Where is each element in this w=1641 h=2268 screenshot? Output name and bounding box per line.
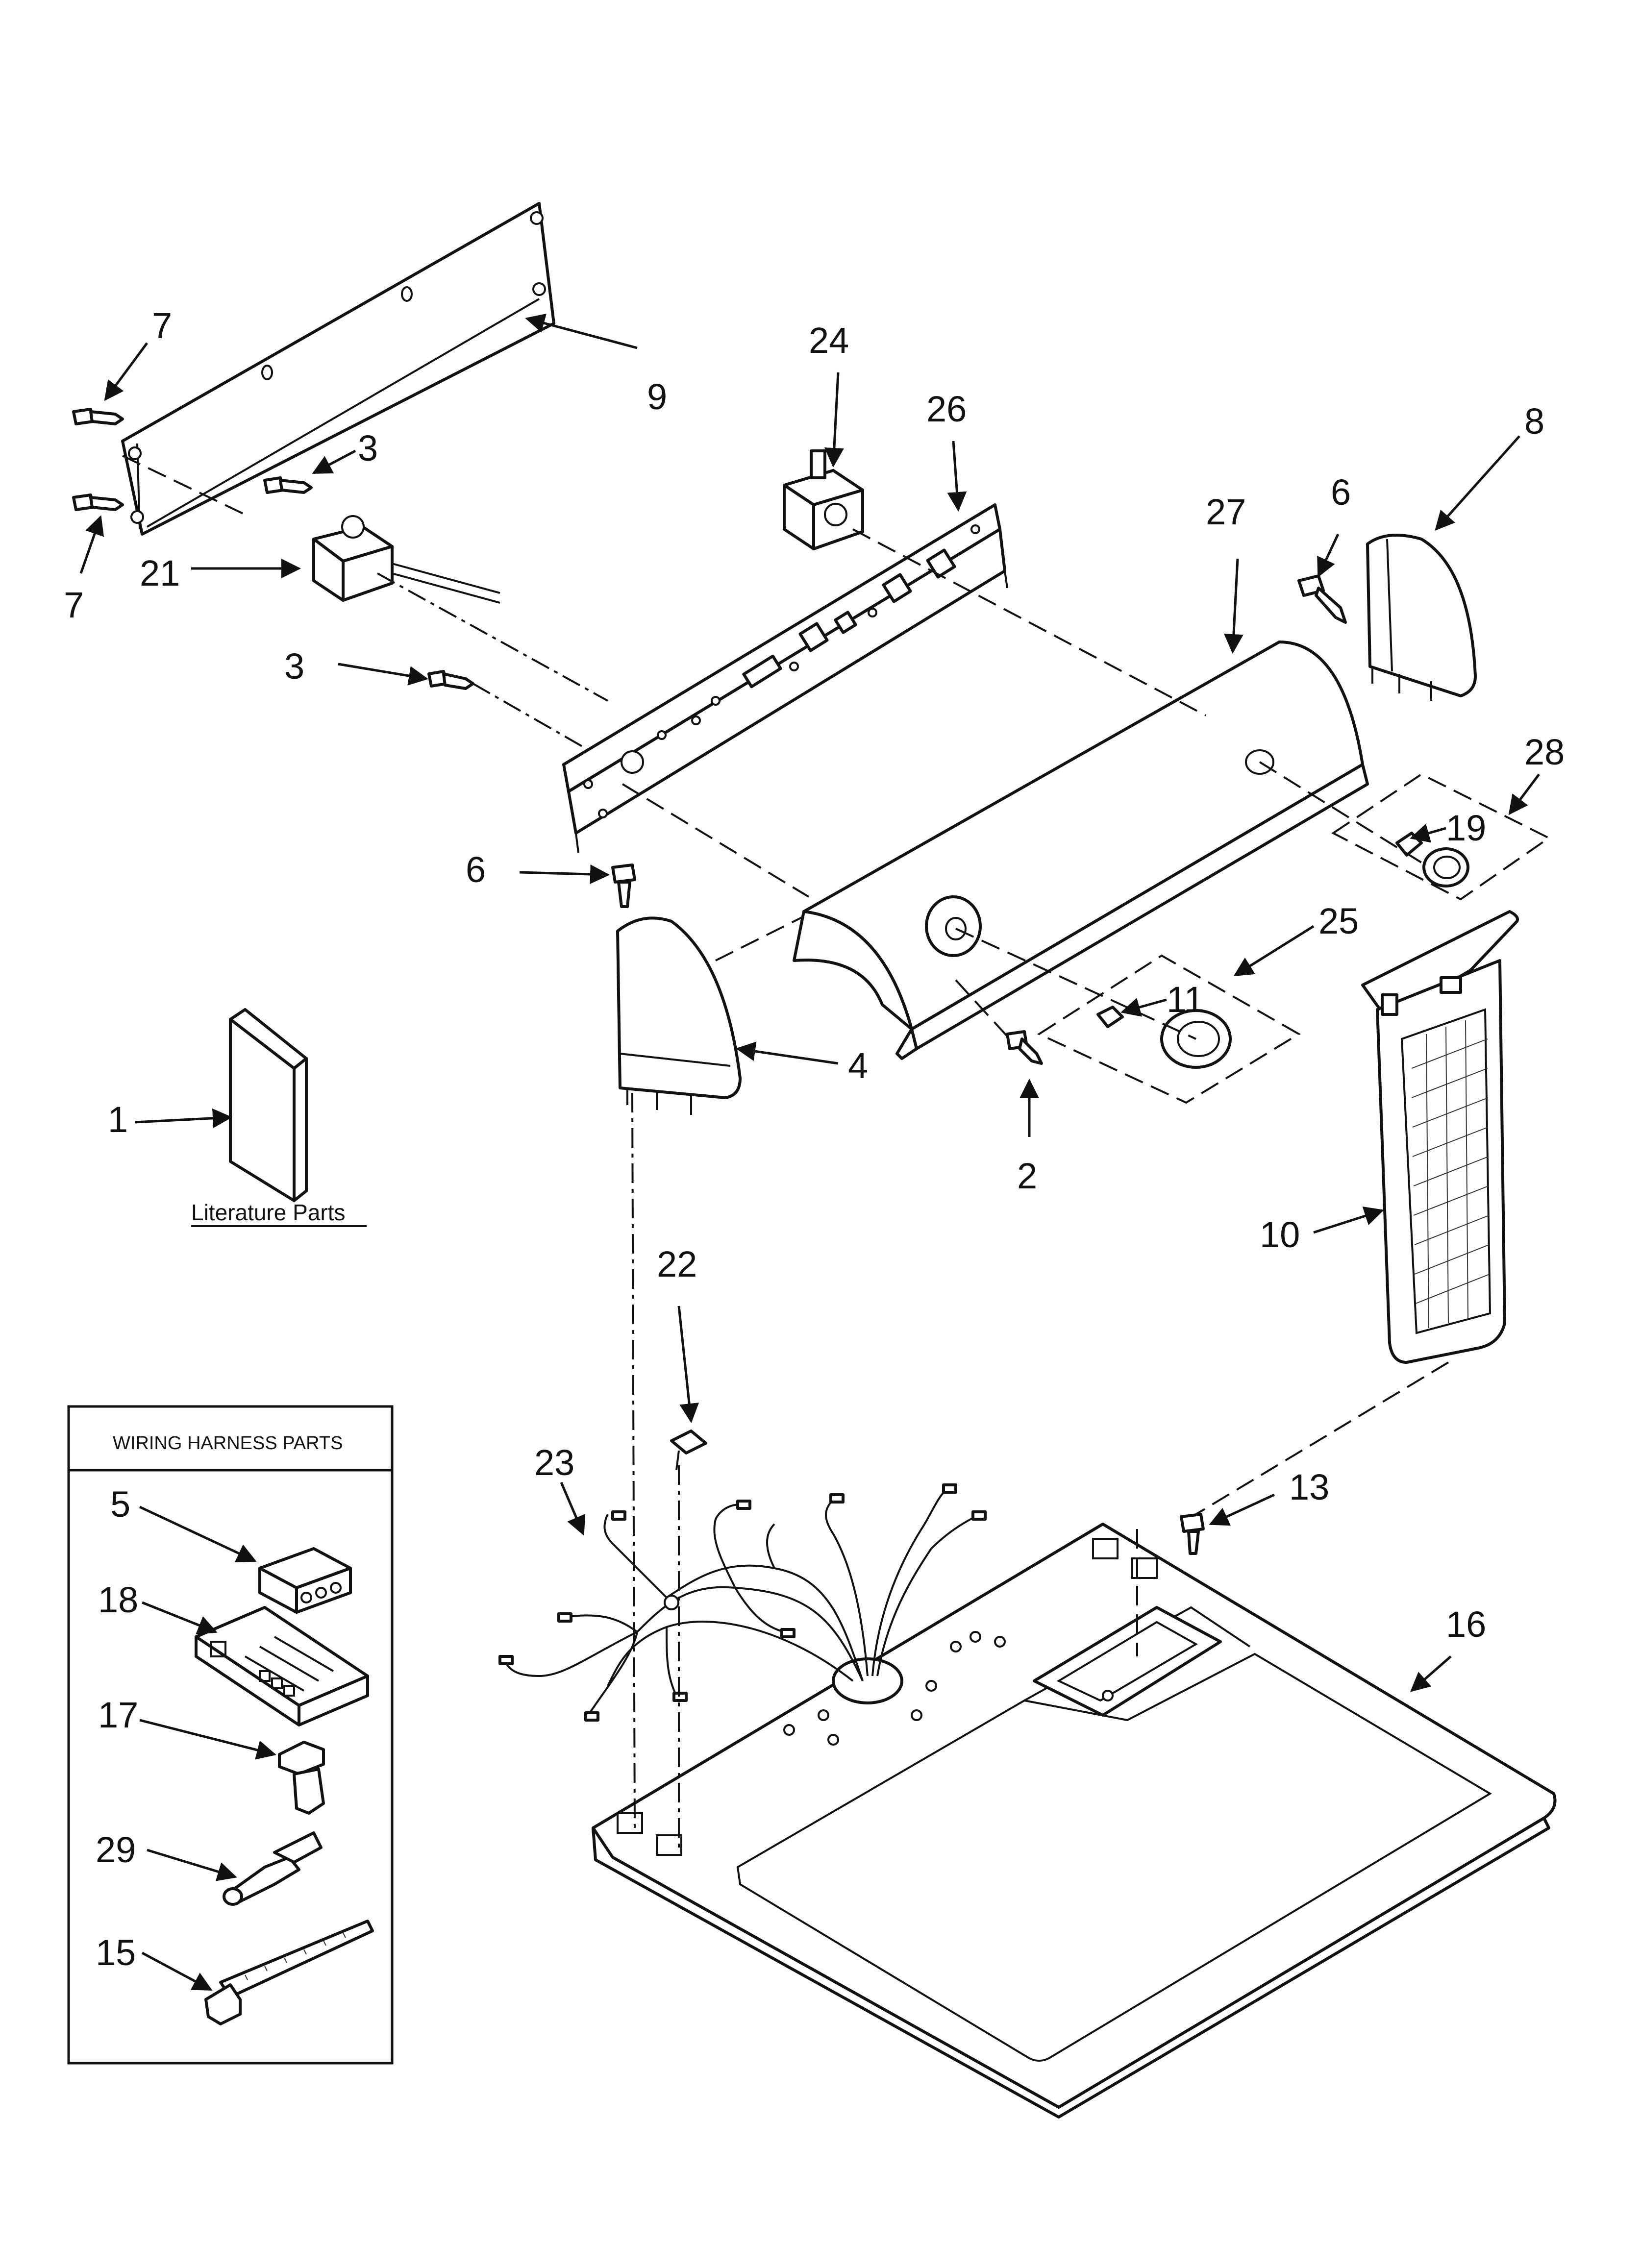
callout-6-right: 6 <box>1331 472 1351 513</box>
callout-23: 23 <box>534 1442 574 1483</box>
literature-part-1 <box>229 1008 308 1202</box>
timer-part-21 <box>312 515 500 604</box>
knob-kit-part-25 <box>1037 954 1301 1104</box>
callout-6-left: 6 <box>466 849 486 890</box>
callout-11: 11 <box>1167 979 1204 1020</box>
screw-part-7-bottom <box>72 493 124 511</box>
assembly-lines <box>122 455 1449 1852</box>
callout-9: 9 <box>647 376 667 417</box>
callout-25: 25 <box>1318 901 1359 941</box>
terminal-block-part-18 <box>195 1606 369 1726</box>
callout-10: 10 <box>1260 1214 1300 1255</box>
clip-part-17 <box>278 1741 325 1815</box>
screw-part-13 <box>1180 1513 1205 1555</box>
callout-2: 2 <box>1017 1156 1037 1196</box>
callout-7-bottom: 7 <box>64 585 84 625</box>
insert-part-11 <box>1096 1006 1124 1028</box>
callout-26: 26 <box>926 389 967 429</box>
end-cap-part-8 <box>1366 534 1477 701</box>
callout-17: 17 <box>98 1695 138 1735</box>
callout-22: 22 <box>657 1244 697 1284</box>
end-cap-part-4 <box>616 916 742 1115</box>
callout-27: 27 <box>1206 492 1246 532</box>
switch-part-24 <box>783 449 864 550</box>
screw-part-3-middle <box>427 670 474 690</box>
literature-parts-label: Literature Parts <box>191 1200 345 1225</box>
callout-5: 5 <box>110 1484 130 1525</box>
screw-part-2 <box>1006 1030 1043 1065</box>
top-panel-part-16 <box>592 1523 1557 2119</box>
callout-1: 1 <box>108 1099 128 1140</box>
wire-harness-part-23 <box>498 1483 987 1722</box>
connector-part-5 <box>258 1547 352 1614</box>
callout-4: 4 <box>848 1045 868 1086</box>
callout-16: 16 <box>1446 1604 1486 1645</box>
callout-28: 28 <box>1524 732 1565 772</box>
screw-part-6-right <box>1297 574 1347 624</box>
terminal-part-29 <box>223 1831 323 1906</box>
callout-7-top: 7 <box>152 305 172 346</box>
clamp-part-22 <box>670 1430 707 1471</box>
console-part-27 <box>793 641 1369 1060</box>
screw-part-7-top <box>72 408 124 425</box>
callout-3-middle: 3 <box>284 646 304 687</box>
wiring-box-title: WIRING HARNESS PARTS <box>113 1433 343 1454</box>
callout-18: 18 <box>98 1579 138 1620</box>
rear-panel-part-9 <box>121 202 555 536</box>
callout-29: 29 <box>96 1829 136 1870</box>
callout-labels: 7 9 3 21 7 3 24 26 27 6 8 28 19 6 25 11 … <box>64 305 1565 1973</box>
screw-part-6-left <box>611 863 636 908</box>
callout-19: 19 <box>1446 808 1486 848</box>
leader-arrows <box>79 313 1540 1991</box>
callout-8: 8 <box>1524 401 1544 442</box>
screw-part-3-top <box>263 476 313 494</box>
callout-24: 24 <box>809 320 849 361</box>
cable-tie-part-15 <box>204 1920 374 2025</box>
knob-part-19 <box>1422 847 1469 887</box>
lint-screen-part-10 <box>1361 910 1519 1364</box>
callout-15: 15 <box>96 1932 136 1973</box>
callout-13: 13 <box>1289 1467 1329 1507</box>
callout-3-top: 3 <box>358 428 378 468</box>
wiring-harness-box: WIRING HARNESS PARTS <box>67 1405 394 2065</box>
knob-kit-part-28 <box>1331 773 1551 901</box>
console-bracket-part-26 <box>562 503 1008 853</box>
callout-21: 21 <box>140 553 180 593</box>
